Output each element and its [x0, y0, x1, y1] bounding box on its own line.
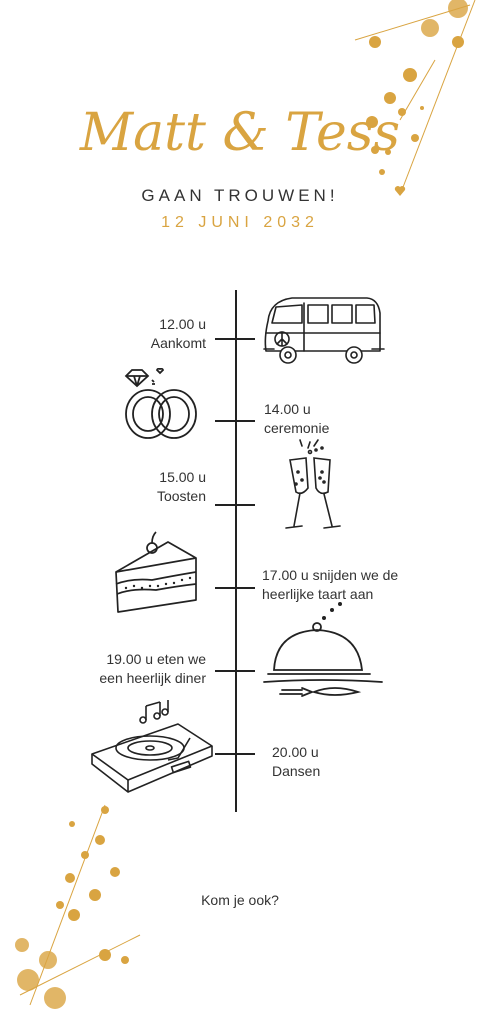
event-label: ceremonie — [264, 420, 330, 436]
event-time: 17.00 u snijden we de — [262, 567, 399, 583]
event-label: Aankomt — [150, 335, 206, 351]
timeline-event-cake: 17.00 u snijden we de heerlijke taart aa… — [262, 566, 398, 604]
event-time: 14.00 u — [264, 401, 311, 417]
event-time: 20.00 u — [272, 744, 319, 760]
timeline-event-arrival: 12.00 u Aankomt — [151, 315, 206, 353]
event-label: een heerlijk diner — [99, 670, 206, 686]
timeline-line — [235, 290, 237, 812]
announcement-subtitle: GAAN TROUWEN! — [141, 186, 339, 205]
event-label: heerlijke taart aan — [262, 586, 374, 602]
event-time: 12.00 u — [159, 316, 206, 332]
event-label: Dansen — [272, 763, 321, 779]
gold-branch-bottom-decoration — [15, 804, 141, 1009]
turntable-icon — [91, 700, 213, 793]
event-time: 15.00 u — [159, 469, 206, 485]
event-label: Toosten — [156, 488, 206, 504]
timeline-tick — [215, 420, 255, 422]
timeline-tick — [215, 338, 255, 340]
rings-icon — [124, 368, 197, 439]
couple-names: Matt & Tess — [79, 103, 400, 163]
timeline-event-dinner: 19.00 u eten we een heerlijk diner — [99, 650, 206, 688]
cloche-icon — [263, 602, 383, 697]
champagne-icon — [285, 439, 341, 529]
gold-branch-top-decoration — [354, 0, 476, 196]
timeline-tick — [215, 504, 255, 506]
timeline-event-dance: 20.00 u Dansen — [272, 743, 320, 781]
closing-question: Kom je ook? — [201, 892, 279, 908]
couple-names-script: Matt & Tess — [0, 92, 480, 172]
timeline-tick — [215, 753, 255, 755]
timeline-event-ceremony: 14.00 u ceremonie — [264, 400, 329, 438]
timeline-tick — [215, 587, 255, 589]
timeline-event-toast: 15.00 u Toosten — [157, 468, 206, 506]
van-icon — [263, 297, 385, 364]
event-time: 19.00 u eten we — [106, 651, 206, 667]
timeline-tick — [215, 670, 255, 672]
wedding-date: 12 JUNI 2032 — [161, 214, 319, 231]
cake-icon — [115, 531, 197, 613]
